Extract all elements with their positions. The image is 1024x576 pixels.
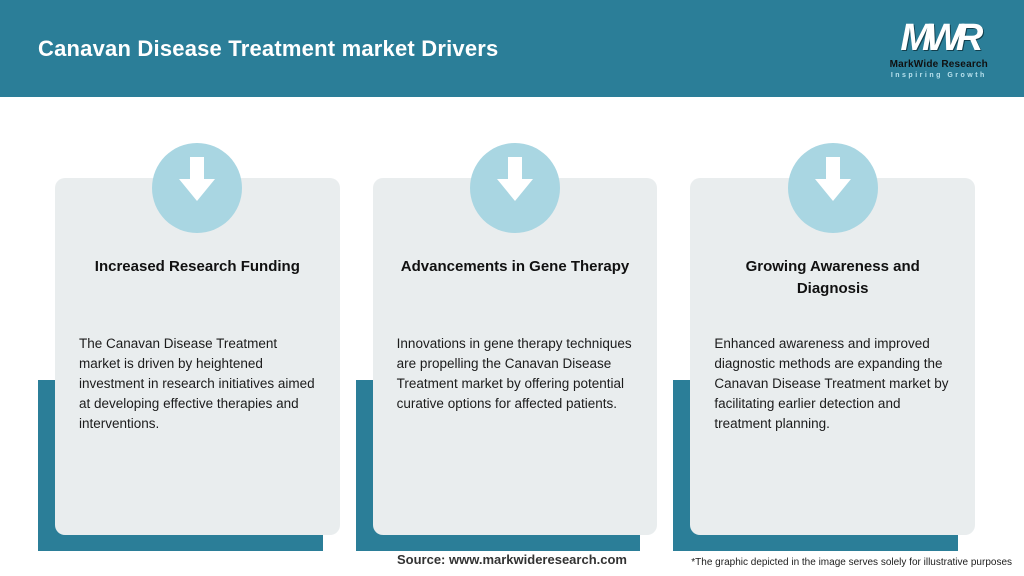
card-title: Advancements in Gene Therapy	[400, 258, 630, 275]
card-panel: Growing Awareness and Diagnosis Enhanced…	[690, 178, 976, 535]
circle-badge	[470, 143, 560, 233]
circle-badge	[152, 143, 243, 233]
logo-tagline: Inspiring Growth	[890, 71, 987, 79]
driver-card-1: Increased Research Funding The Canavan D…	[38, 143, 340, 551]
circle-badge	[787, 143, 878, 233]
driver-card-3: Growing Awareness and Diagnosis Enhanced…	[673, 143, 976, 551]
page-title: Canavan Disease Treatment market Drivers	[38, 35, 499, 61]
arrow-down-icon	[493, 155, 537, 210]
markwide-logo: MWR MarkWide Research Inspiring Growth	[890, 19, 996, 79]
driver-card-2: Advancements in Gene Therapy Innovations…	[355, 143, 658, 551]
driver-cards: Increased Research Funding The Canavan D…	[38, 143, 976, 551]
arrow-down-icon	[175, 155, 219, 210]
card-panel: Increased Research Funding The Canavan D…	[55, 178, 340, 535]
logo-name: MarkWide Research	[889, 58, 988, 70]
card-description: The Canavan Disease Treatment market is …	[79, 336, 315, 431]
card-title: Increased Research Funding	[94, 258, 300, 275]
card-description: Enhanced awareness and improved diagnost…	[714, 336, 949, 431]
source-text: Source: www.markwideresearch.com	[396, 552, 627, 567]
disclaimer-text: *The graphic depicted in the image serve…	[691, 557, 1012, 568]
arrow-down-icon	[811, 155, 855, 210]
card-description: Innovations in gene therapy techniques a…	[396, 336, 632, 411]
card-title: Growing Awareness and Diagnosis	[745, 258, 920, 297]
card-panel: Advancements in Gene Therapy Innovations…	[372, 178, 658, 535]
header-banner: Canavan Disease Treatment market Drivers…	[0, 0, 1024, 97]
logo-acronym: MWR	[900, 16, 983, 59]
